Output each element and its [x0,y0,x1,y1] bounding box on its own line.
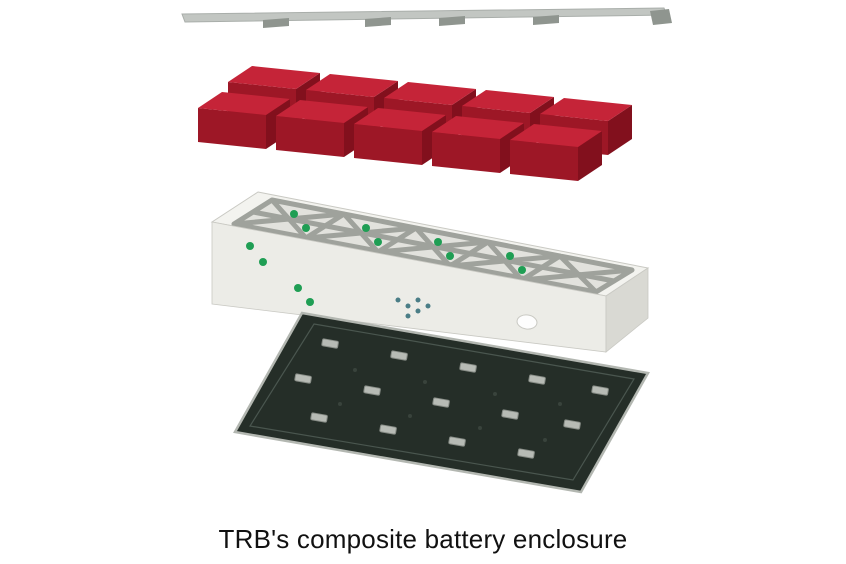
battery-module [510,124,602,181]
vent-hole-dot [405,313,411,319]
rivet-dot [493,392,497,396]
frame-wall-fasteners [246,242,314,306]
figure-caption: TRB's composite battery enclosure [218,524,628,554]
green-fastener-dot [294,284,302,292]
green-fastener-dot [306,298,314,306]
composite-frame-tray [210,191,650,353]
green-fastener-dot [246,242,254,250]
top-cover-sheet [181,7,668,23]
rivet-dot [338,402,342,406]
rivet-dot [353,368,357,372]
frame-interior-fasteners [290,210,526,274]
green-fastener-dot [302,224,310,232]
vent-hole-dot [405,303,411,309]
vent-hole-dot [415,297,421,303]
green-fastener-dot [518,266,526,274]
frame-lattice-bracing [231,197,635,295]
base-plate-inner-line [249,323,635,481]
green-fastener-dot [506,252,514,260]
vent-hole-dot [415,308,421,314]
rivet-dot [478,426,482,430]
top-cover-panel [181,7,672,28]
green-fastener-dot [362,224,370,232]
rivet-dot [423,380,427,384]
rivet-dot [543,438,547,442]
base-plate [233,311,650,494]
frame-port-hole [516,314,538,330]
lid-end-bracket [650,9,672,25]
frame-wall-vent-holes [395,297,431,319]
green-fastener-dot [290,210,298,218]
frame-end-wall [605,267,649,353]
rivet-dot [408,414,412,418]
green-fastener-dot [374,238,382,246]
green-fastener-dot [446,252,454,260]
rivet-dot [558,402,562,406]
exploded-view-canvas [181,7,672,494]
vent-hole-dot [395,297,401,303]
green-fastener-dot [259,258,267,266]
green-fastener-dot [434,238,442,246]
vent-hole-dot [425,303,431,309]
battery-module-stack [198,66,632,181]
base-plate-rivets [338,368,562,442]
